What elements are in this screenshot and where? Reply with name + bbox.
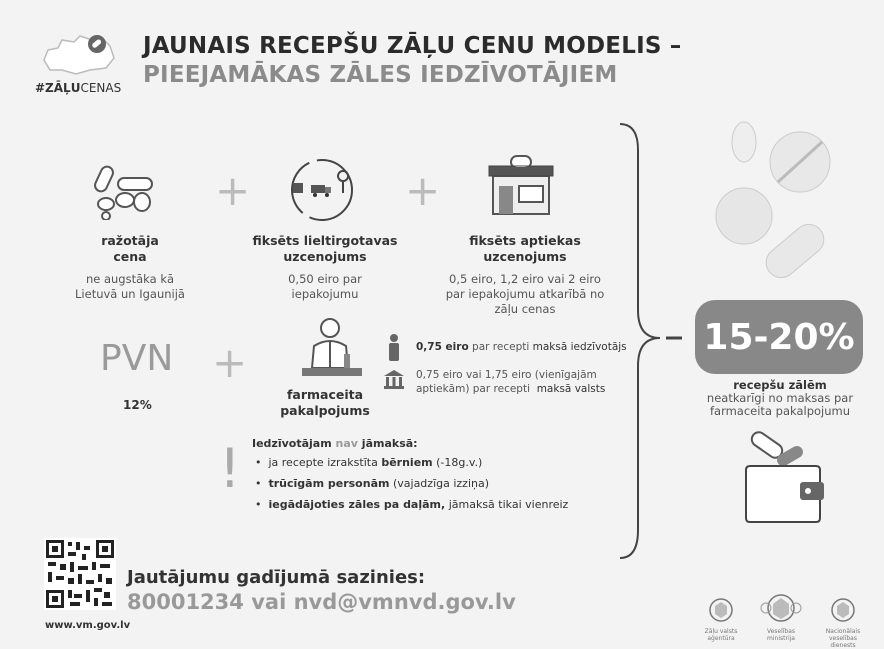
- page-subtitle: PIEEJAMĀKAS ZĀLES IEDZĪVOTĀJIEM: [143, 62, 618, 88]
- contact-line[interactable]: 80001234 vai nvd@vmnvd.gov.lv: [127, 590, 516, 614]
- exemption-item: • iegādājoties zāles pa daļām, jāmaksā t…: [255, 498, 569, 511]
- grouping-brace: [616, 120, 686, 569]
- pills-icon: [92, 160, 167, 224]
- component-manufacturer: ražotāja cena ne augstāka kā Lietuvā un …: [75, 233, 185, 301]
- exemptions-list: Iedzīvotājam nav jāmaksā: • ja recepte i…: [252, 437, 569, 511]
- component-pharmacy: fiksēts aptiekas uzcenojums 0,5 eiro, 1,…: [445, 233, 605, 316]
- government-building-icon: [383, 368, 405, 394]
- website-link[interactable]: www.vm.gov.lv: [45, 620, 131, 631]
- qr-code[interactable]: [44, 538, 116, 614]
- pvn-value: 12%: [123, 398, 152, 412]
- savings-percent-badge: 15-20%: [695, 300, 863, 374]
- exemption-item: • ja recepte izrakstīta bērniem (-18g.v.…: [255, 456, 483, 469]
- exclamation-icon: !: [219, 437, 241, 500]
- hashtag: #ZĀĻUCENAS: [35, 81, 122, 95]
- tablets-illustration: [710, 118, 850, 282]
- plus-sign: +: [405, 166, 441, 215]
- page-title: JAUNAIS RECEPŠU ZĀĻU CENU MODELIS –: [143, 33, 682, 59]
- exemption-item: • trūcīgām personām (vajadzīga izziņa): [255, 477, 490, 490]
- patient-fee: 0,75 eiro par recepti maksā iedzīvotājs: [416, 341, 627, 353]
- plus-sign: +: [212, 338, 248, 387]
- pharmacist-service: farmaceita pakalpojums: [280, 387, 370, 418]
- component-wholesale: fiksēts lieltirgotavas uzcenojums 0,50 e…: [252, 233, 398, 301]
- plus-sign: +: [215, 166, 251, 215]
- pvn-label: PVN: [100, 338, 174, 379]
- person-icon: [386, 333, 402, 365]
- zalucenas-logo: [40, 30, 120, 84]
- contact-heading: Jautājumu gadījumā sazinies:: [127, 567, 426, 588]
- state-fee: 0,75 eiro vai 1,75 eiro (vienīgajām apti…: [416, 369, 606, 395]
- wallet-icon: [740, 430, 835, 529]
- nvd-logo: Nacionālais veselības dienests: [822, 596, 864, 649]
- zva-logo: Zāļu valsts aģentūra: [703, 596, 739, 642]
- savings-description: recepšu zālēm neatkarīgi no maksas par f…: [706, 378, 854, 418]
- pharmacy-icon: [485, 152, 557, 222]
- wholesale-cycle-icon: [285, 155, 360, 229]
- pharmacist-icon: [300, 316, 365, 384]
- vm-logo: Veselības ministrija: [757, 592, 805, 642]
